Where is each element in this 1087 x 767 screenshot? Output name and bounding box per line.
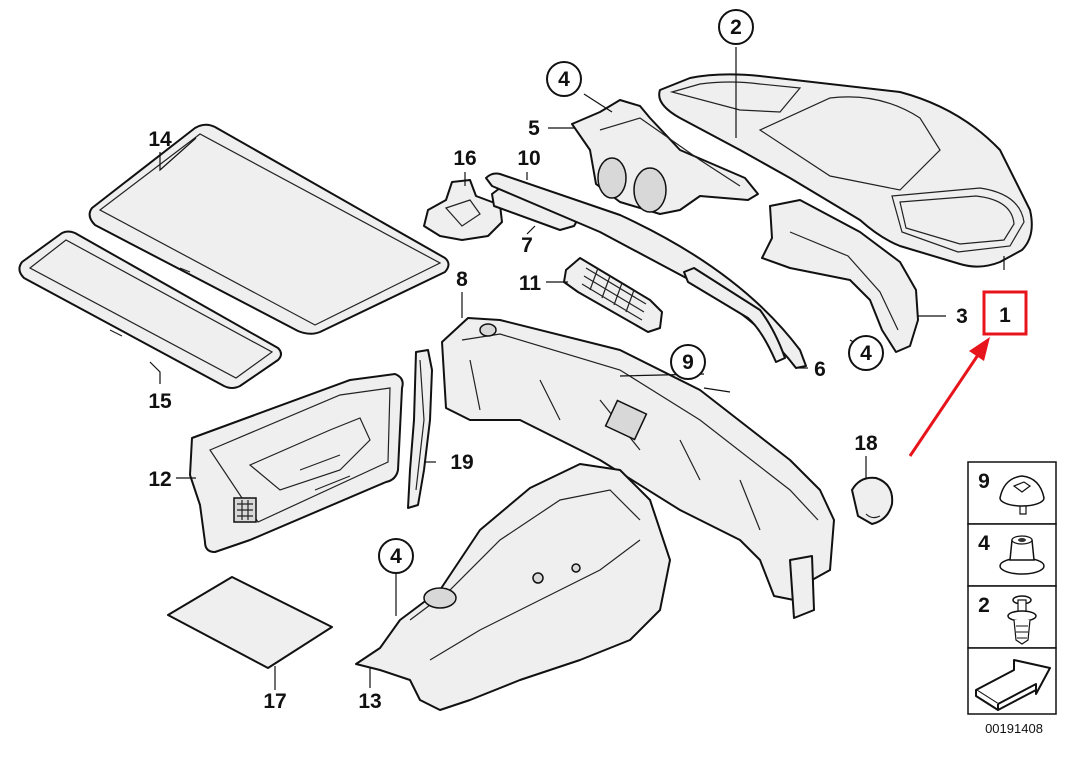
part-19-strip xyxy=(407,349,433,509)
callout-1: 1 xyxy=(999,304,1011,327)
callout-2: 2 xyxy=(730,16,742,39)
callout-16: 16 xyxy=(453,147,476,170)
callout-10: 10 xyxy=(517,147,540,170)
callout-circle-4b xyxy=(848,335,884,371)
callout-12: 12 xyxy=(148,468,171,491)
callout-9: 9 xyxy=(682,351,694,374)
highlight-box xyxy=(982,290,1028,336)
callout-11: 11 xyxy=(519,272,542,295)
part-5-bulkhead xyxy=(571,99,759,215)
callout-5: 5 xyxy=(528,117,540,140)
callout-circle-2 xyxy=(718,9,754,45)
part-17-flat-mat xyxy=(167,576,333,669)
callout-3: 3 xyxy=(956,305,968,328)
part-15-cover-board xyxy=(18,230,282,389)
part-16-bracket xyxy=(423,179,503,241)
leader-lines xyxy=(149,47,1005,690)
part-13-wheel-arch xyxy=(355,463,671,711)
legend-label-2: 2 xyxy=(978,594,990,617)
legend-label-9: 9 xyxy=(978,470,990,493)
clip-icon xyxy=(999,475,1045,515)
callout-circle-4a xyxy=(546,61,582,97)
fastener-legend: 9 4 2 xyxy=(967,461,1057,715)
part-3-side-bracket xyxy=(761,199,919,353)
callout-19: 19 xyxy=(450,451,473,474)
callout-circle-4c xyxy=(378,538,414,574)
forward-arrow-icon xyxy=(975,659,1051,711)
part-1-parcel-shelf xyxy=(658,73,1033,268)
callout-6: 6 xyxy=(814,358,826,381)
catalog-number: 00191408 xyxy=(985,721,1043,736)
callout-15: 15 xyxy=(148,390,172,413)
part-12-side-panel xyxy=(189,373,404,553)
legend-label-4: 4 xyxy=(978,532,990,555)
callout-14: 14 xyxy=(148,128,172,151)
nut-icon xyxy=(999,535,1045,575)
highlight-arrow xyxy=(908,337,990,457)
part-6-strip xyxy=(683,267,786,363)
callout-circle-9 xyxy=(670,344,706,380)
part-14-trunk-mat xyxy=(88,123,450,335)
callout-7: 7 xyxy=(521,234,533,257)
part-11-vent xyxy=(563,257,663,333)
part-8-bulkhead-panel xyxy=(441,317,835,619)
push-pin-icon xyxy=(1007,595,1037,645)
callout-8: 8 xyxy=(456,268,468,291)
callout-17: 17 xyxy=(263,690,286,713)
callout-4-bottom: 4 xyxy=(390,545,402,568)
part-18-cap xyxy=(851,476,894,525)
callout-18: 18 xyxy=(854,432,878,455)
callout-4-top: 4 xyxy=(558,68,570,91)
callout-4-right: 4 xyxy=(860,342,872,365)
callout-13: 13 xyxy=(358,690,381,713)
